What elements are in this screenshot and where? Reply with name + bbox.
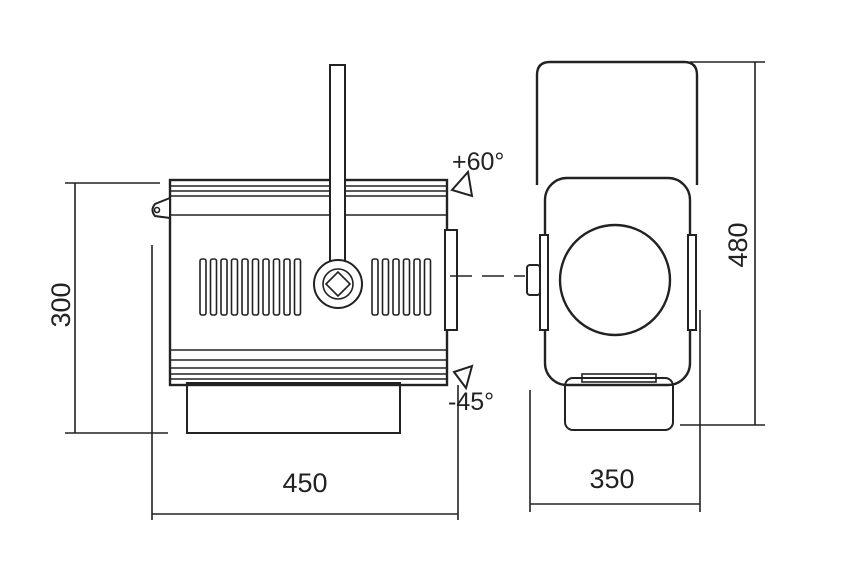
front-lens: [558, 223, 672, 337]
vent-slot: [230, 258, 239, 316]
tilt-down-arrow: [452, 309, 491, 391]
tilt-down-label: -45°: [448, 388, 494, 416]
vent-slot: [283, 258, 291, 316]
front-body: [543, 176, 692, 387]
dimension-450-label: 450: [282, 468, 327, 498]
vent-slot: [241, 258, 249, 316]
vent-slot: [402, 258, 411, 316]
side-view: [151, 64, 458, 434]
vent-slot: [423, 258, 432, 316]
front-clip-right: [687, 234, 697, 331]
front-top-cover: [535, 60, 699, 185]
vent-slot: [293, 258, 302, 316]
dimension-350: [529, 310, 701, 512]
vent-slot: [220, 258, 228, 316]
vent-slot: [262, 258, 270, 316]
side-plate: [444, 229, 458, 331]
yoke-knob: [313, 259, 363, 309]
vent-slot: [413, 258, 421, 316]
vent-slot: [251, 258, 260, 316]
vent-slot: [199, 258, 207, 316]
tilt-up-arrow: [450, 169, 491, 253]
front-knob: [526, 264, 541, 296]
dimension-480-label: 480: [723, 222, 753, 267]
front-bottom-box: [564, 377, 674, 431]
top-fins: [170, 185, 447, 216]
vent-slot: [371, 258, 379, 316]
tilt-up-label: +60°: [452, 148, 504, 176]
dimension-300: [65, 182, 168, 434]
side-bottom-box: [186, 382, 401, 434]
vent-slot: [381, 258, 390, 316]
side-body: [168, 178, 449, 387]
dimension-450: [151, 245, 459, 520]
dimension-480: [680, 61, 765, 426]
vent-slot: [392, 258, 400, 316]
dimension-300-label: 300: [46, 282, 76, 327]
dimension-350-label: 350: [589, 464, 634, 494]
vent-group-left: [199, 258, 302, 316]
vent-group-right: [371, 258, 432, 316]
yoke-handle: [329, 64, 346, 266]
vent-slot: [209, 258, 218, 316]
vent-slot: [272, 258, 281, 316]
front-clip-left: [539, 234, 549, 331]
front-view: [526, 60, 699, 431]
bottom-fins: [170, 349, 447, 380]
